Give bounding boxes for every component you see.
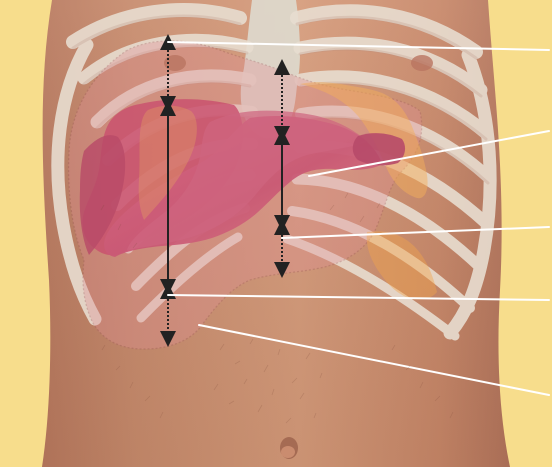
right-spleen-patch bbox=[353, 133, 405, 165]
navel-highlight bbox=[281, 446, 295, 458]
right-nipple bbox=[411, 55, 433, 71]
